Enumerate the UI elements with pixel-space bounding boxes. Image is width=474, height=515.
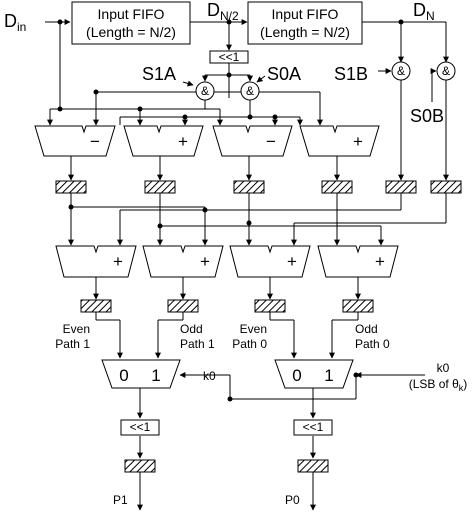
label-even0-a: Even <box>240 322 267 336</box>
label-odd0-b: Path 0 <box>355 337 390 351</box>
and-gate-s1b: & <box>391 61 411 81</box>
shift-p1-label: <<1 <box>130 420 151 434</box>
adder-r1-1 <box>34 125 116 157</box>
label-p1: P1 <box>113 493 128 507</box>
mux-1-one: 1 <box>151 366 160 385</box>
fifo-1-line1: Input FIFO <box>98 6 165 22</box>
and-symbol: & <box>246 84 254 98</box>
register-r1-2 <box>144 180 176 194</box>
fifo-2-line2: (Length = N/2) <box>260 24 350 40</box>
and-symbol: & <box>397 64 405 78</box>
op-minus-2: − <box>266 132 276 151</box>
shift-block-top: <<1 <box>209 50 249 64</box>
mux-0-zero: 0 <box>292 366 301 385</box>
and-symbol: & <box>442 64 450 78</box>
adder-r2-2 <box>142 245 224 278</box>
register-r1-1 <box>55 180 87 194</box>
shift-block-p1: <<1 <box>120 419 160 436</box>
register-r2-3 <box>254 299 286 313</box>
fifo-1-line2: (Length = N/2) <box>86 24 176 40</box>
register-r2-1 <box>80 299 112 313</box>
adder-r1-4 <box>299 125 380 157</box>
and-gate-s1a: & <box>195 81 215 101</box>
fifo-2: Input FIFO (Length = N/2) <box>247 1 363 45</box>
label-even0-b: Path 0 <box>232 337 267 351</box>
register-r1-6 <box>430 180 462 194</box>
adder-r2-1 <box>55 245 137 278</box>
op-plus-4: + <box>200 252 210 271</box>
op-plus-1: + <box>178 132 188 151</box>
label-odd1-a: Odd <box>180 322 203 336</box>
register-out-p0 <box>297 459 329 473</box>
fifo-1: Input FIFO (Length = N/2) <box>71 1 191 45</box>
label-s0b: S0B <box>410 106 444 126</box>
label-even1-b: Path 1 <box>55 337 90 351</box>
op-plus-5: + <box>287 252 297 271</box>
label-odd0-a: Odd <box>355 322 378 336</box>
register-r2-4 <box>342 299 374 313</box>
label-k0-input: k0 <box>437 361 450 375</box>
register-r1-3 <box>233 180 265 194</box>
adder-r2-3 <box>229 245 311 278</box>
and-symbol: & <box>201 84 209 98</box>
label-s0a: S0A <box>267 64 301 84</box>
register-r1-4 <box>321 180 353 194</box>
and-gate-s0b: & <box>436 61 456 81</box>
label-s1a: S1A <box>142 64 176 84</box>
label-p0: P0 <box>285 493 300 507</box>
mux-0 <box>274 359 354 389</box>
label-dn2: DN/2 <box>207 0 239 23</box>
register-r2-2 <box>167 299 199 313</box>
mux-1-zero: 0 <box>119 366 128 385</box>
label-even1-a: Even <box>63 322 90 336</box>
shift-p0-label: <<1 <box>303 420 324 434</box>
mux-0-one: 1 <box>324 366 333 385</box>
mux-1 <box>101 359 181 389</box>
adder-r2-4 <box>317 245 399 278</box>
op-plus-3: + <box>113 252 123 271</box>
label-din: Din <box>4 11 26 34</box>
op-plus-2: + <box>353 132 363 151</box>
shift-block-p0: <<1 <box>293 419 333 436</box>
op-plus-6: + <box>375 252 385 271</box>
adder-r1-2 <box>123 125 204 157</box>
shift-top-label: <<1 <box>219 50 240 64</box>
label-odd1-b: Path 1 <box>180 337 215 351</box>
and-gate-s0a: & <box>240 81 260 101</box>
op-minus-1: − <box>90 132 100 151</box>
register-out-p1 <box>124 459 156 473</box>
label-s1b: S1B <box>334 64 368 84</box>
label-dn: DN <box>413 0 435 23</box>
fifo-2-line1: Input FIFO <box>272 6 339 22</box>
register-r1-5 <box>385 180 417 194</box>
label-k0-mux1: k0 <box>203 369 216 383</box>
adder-r1-3 <box>212 125 293 157</box>
label-k0-lsb: (LSB of θk) <box>409 377 468 393</box>
